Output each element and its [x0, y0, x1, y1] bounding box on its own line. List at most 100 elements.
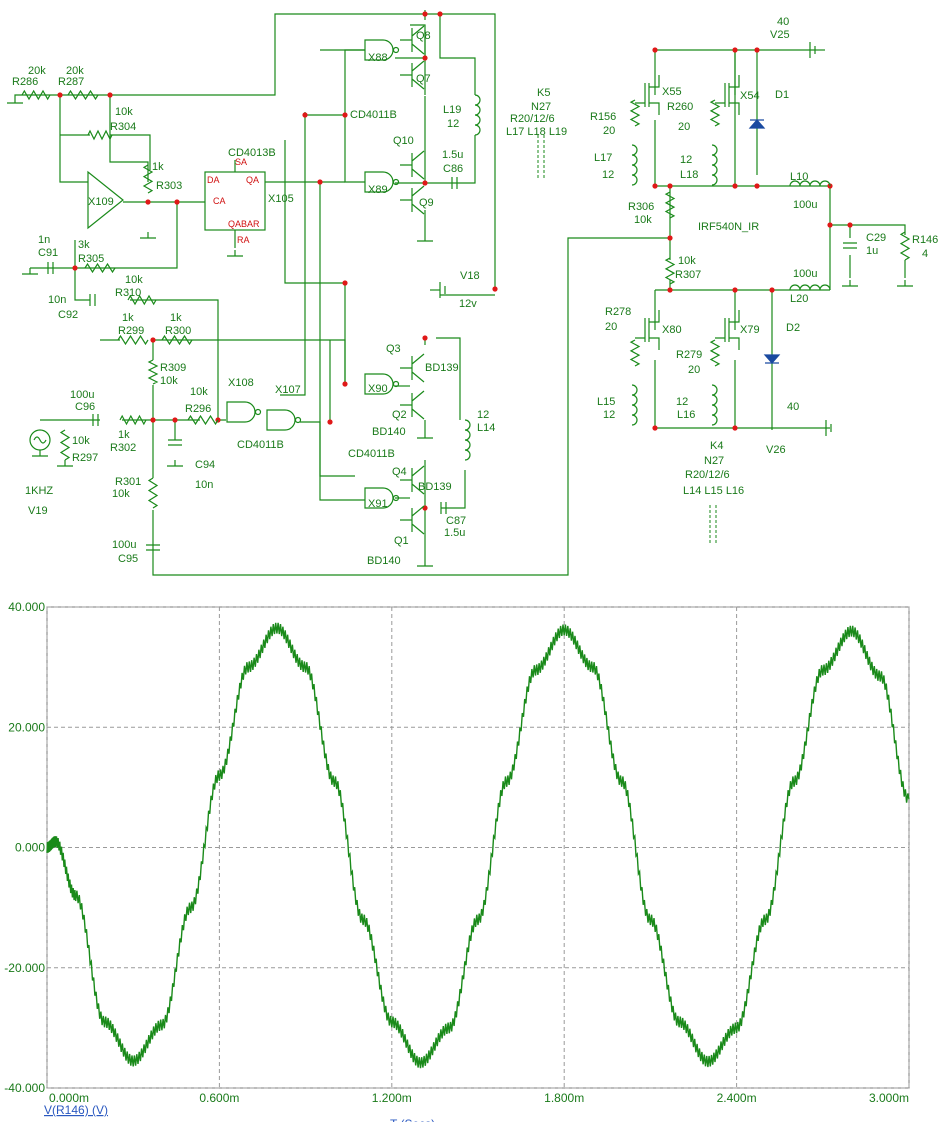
component-label: 100u — [112, 539, 136, 551]
wire — [100, 339, 346, 384]
transistor-symbol — [400, 353, 425, 383]
inductor-symbol — [474, 94, 481, 136]
component-label: 20k — [28, 65, 46, 77]
capacitor-symbol — [440, 502, 447, 514]
capacitor-symbol — [451, 177, 458, 189]
opamp-symbol — [87, 170, 124, 230]
component-label: N27 — [704, 455, 724, 467]
junction-dot — [145, 199, 151, 205]
sine-glyph-icon — [33, 436, 47, 444]
resistor-symbol — [629, 339, 641, 367]
nand-gate-symbol — [266, 409, 296, 431]
junction-dot — [172, 417, 178, 423]
component-label: 1.5u — [444, 527, 465, 539]
transistor-symbol — [400, 505, 425, 535]
resistor-symbol — [119, 414, 147, 426]
nand-bubble — [294, 416, 302, 424]
component-label: Q7 — [416, 73, 431, 85]
inductor-symbol — [789, 180, 831, 187]
component-label: V25 — [770, 29, 790, 41]
wire — [152, 237, 668, 576]
component-label: 10k — [678, 255, 696, 267]
inductor-symbol — [464, 419, 471, 461]
nand-bubble — [254, 408, 262, 416]
resistor-symbol — [142, 164, 154, 194]
ground-symbol — [227, 250, 243, 257]
nand-bubble — [392, 46, 400, 54]
schematic-wires — [14, 10, 906, 576]
inductor-symbol — [711, 384, 718, 426]
pin-label: SA — [235, 157, 247, 167]
component-label: Q2 — [392, 409, 407, 421]
component-label: 10k — [112, 488, 130, 500]
junction-dot — [342, 381, 348, 387]
component-label: X88 — [368, 52, 388, 64]
x-tick-label: 2.400m — [717, 1091, 757, 1105]
component-label: 40 — [777, 16, 789, 28]
capacitor-symbol — [47, 262, 54, 274]
resistor-symbol — [147, 477, 159, 509]
inductor-symbol — [789, 284, 831, 291]
component-label: 1k — [122, 312, 134, 324]
junction-dot — [492, 286, 498, 292]
component-label: X89 — [368, 184, 388, 196]
component-label: BD139 — [418, 481, 452, 493]
transistor-symbol — [400, 150, 425, 180]
component-label: V18 — [460, 270, 480, 282]
ground-symbol — [417, 235, 433, 242]
component-label: X90 — [368, 383, 388, 395]
component-label: 20 — [688, 364, 700, 376]
resistor-symbol — [629, 99, 641, 127]
component-label: C91 — [38, 247, 58, 259]
resistor-symbol — [117, 334, 149, 346]
battery-symbol — [825, 420, 832, 436]
x-tick-label: 1.800m — [544, 1091, 584, 1105]
junction-dot — [667, 183, 673, 189]
component-label: R300 — [165, 325, 191, 337]
resistor-symbol — [127, 294, 157, 306]
component-label: CD4011B — [237, 439, 284, 451]
component-label: X79 — [740, 324, 760, 336]
component-label: 1k — [152, 161, 164, 173]
component-label: R296 — [185, 403, 211, 415]
component-label: CD4011B — [350, 109, 397, 121]
diode-symbol — [763, 354, 781, 364]
component-label: L16 — [677, 409, 695, 421]
y-tick-label: -20.000 — [4, 961, 45, 975]
component-label: Q8 — [416, 30, 431, 42]
junction-dot — [422, 335, 428, 341]
ground-symbol — [140, 232, 156, 239]
component-label: N27 — [531, 101, 551, 113]
junction-dot — [827, 222, 833, 228]
capacitor-symbol — [146, 544, 160, 551]
schematic-components — [7, 25, 913, 567]
component-label: 10k — [125, 274, 143, 286]
wire — [734, 50, 758, 175]
component-label: X91 — [368, 498, 388, 510]
transformer-core-symbol — [537, 135, 545, 180]
component-label: 10k — [115, 106, 133, 118]
wire — [265, 181, 355, 477]
component-label: L14 — [477, 422, 495, 434]
component-label: C94 — [195, 459, 215, 471]
component-label: R302 — [110, 442, 136, 454]
junction-dot — [107, 92, 113, 98]
nand-gate-symbol — [364, 171, 394, 193]
junction-dot — [150, 417, 156, 423]
inductor-symbol — [631, 384, 638, 426]
ground-symbol — [7, 97, 23, 104]
component-label: K4 — [710, 440, 723, 452]
wire — [74, 268, 219, 420]
inductor-symbol — [711, 144, 718, 186]
resistor-symbol — [67, 89, 99, 101]
component-label: R309 — [160, 362, 186, 374]
component-label: 4 — [922, 248, 928, 260]
y-tick-label: 0.000 — [15, 841, 45, 855]
wire — [284, 140, 346, 384]
wire — [300, 421, 365, 501]
component-label: R305 — [78, 253, 104, 265]
component-label: C96 — [75, 401, 95, 413]
component-label: R310 — [115, 287, 141, 299]
component-label: R303 — [156, 180, 182, 192]
component-label: 1u — [866, 245, 878, 257]
